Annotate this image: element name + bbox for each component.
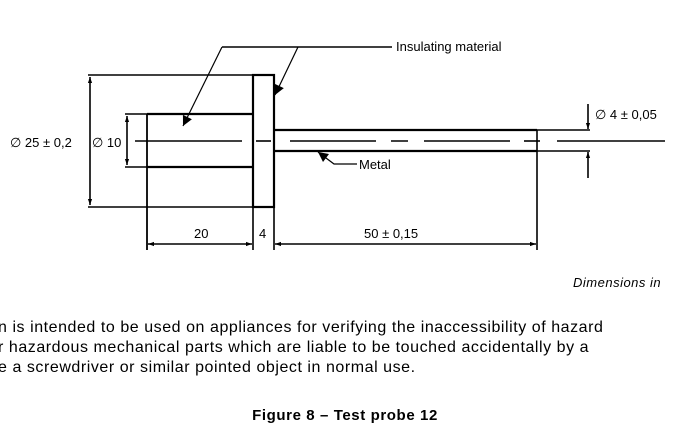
probe-handle	[146, 112, 253, 250]
figure-caption: Figure 8 – Test probe 12	[252, 407, 438, 424]
flange-thickness-label: 4	[259, 226, 266, 241]
probe-shaft	[274, 128, 538, 250]
insulating-material-label: Insulating material	[396, 39, 502, 54]
body-paragraph: n is intended to be used on appliances f…	[0, 318, 677, 378]
outer-diameter-label: ∅ 25 ± 0,2	[10, 135, 72, 150]
units-note: Dimensions in	[573, 275, 662, 290]
handle-length-dimension: 20	[148, 226, 252, 247]
insulating-material-callout: Insulating material	[182, 39, 502, 127]
test-probe-drawing: ∅ 25 ± 0,2 ∅ 10 ∅ 4 ± 0,05 20 4 50 ± 0,1…	[10, 39, 665, 250]
body-line: r hazardous mechanical parts which are l…	[0, 339, 590, 356]
handle-length-label: 20	[194, 226, 208, 241]
shaft-length-label: 50 ± 0,15	[364, 226, 418, 241]
tip-diameter-dimension: ∅ 4 ± 0,05	[537, 104, 657, 178]
body-line: e a screwdriver or similar pointed objec…	[0, 359, 416, 376]
flange-thickness-dimension: 4	[259, 226, 266, 241]
probe-flange	[251, 73, 276, 250]
handle-diameter-dimension: ∅ 10	[92, 113, 147, 168]
outer-diameter-dimension: ∅ 25 ± 0,2	[10, 74, 253, 208]
metal-callout: Metal	[317, 151, 391, 172]
tip-diameter-label: ∅ 4 ± 0,05	[595, 107, 657, 122]
shaft-length-dimension: 50 ± 0,15	[275, 226, 536, 247]
handle-diameter-label: ∅ 10	[92, 135, 121, 150]
body-line: n is intended to be used on appliances f…	[0, 319, 604, 336]
metal-label: Metal	[359, 157, 391, 172]
